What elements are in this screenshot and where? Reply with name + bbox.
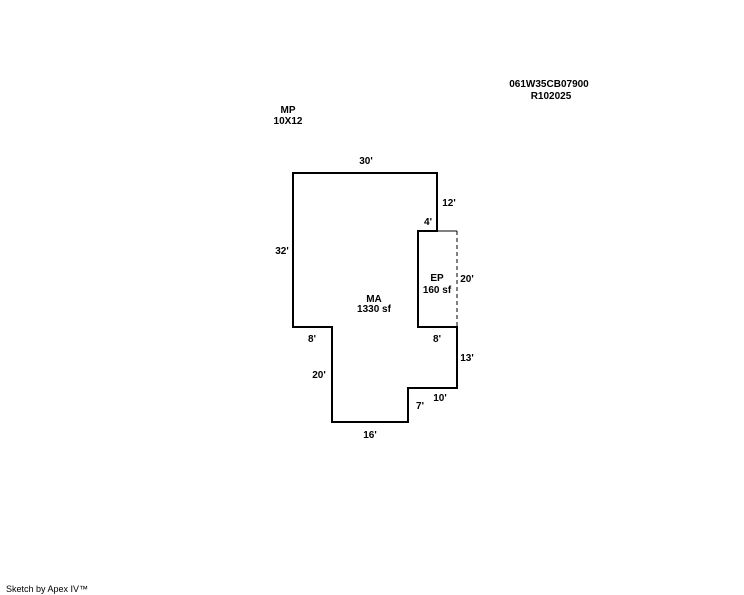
dimension-lower-left: 20' xyxy=(312,370,326,381)
dimension-right-lower: 13' xyxy=(460,353,474,364)
ma-area-size: 1330 sf xyxy=(357,304,392,315)
dimension-bottom: 16' xyxy=(363,430,377,441)
parcel-account-number: R102025 xyxy=(531,91,572,102)
ep-area-size: 160 sf xyxy=(423,285,452,296)
sketch-credit: Sketch by Apex IV™ xyxy=(6,584,88,594)
dimension-left: 32' xyxy=(275,246,289,257)
dimension-ep-right: 20' xyxy=(460,274,474,285)
mp-area-size: 10X12 xyxy=(274,116,303,127)
mp-area-code: MP xyxy=(281,105,296,116)
dimension-ep-top: 4' xyxy=(424,217,432,228)
dimension-top: 30' xyxy=(359,156,373,167)
dimension-left-step: 8' xyxy=(308,334,316,345)
dimension-ep-bottom: 8' xyxy=(433,334,441,345)
dimension-step-side: 7' xyxy=(416,401,424,412)
ma-area-code: MA xyxy=(366,294,382,305)
dimension-right-upper: 12' xyxy=(442,198,456,209)
ep-area-code: EP xyxy=(430,273,444,284)
parcel-map-number: 061W35CB07900 xyxy=(509,79,589,90)
dimension-step-top: 10' xyxy=(433,393,447,404)
